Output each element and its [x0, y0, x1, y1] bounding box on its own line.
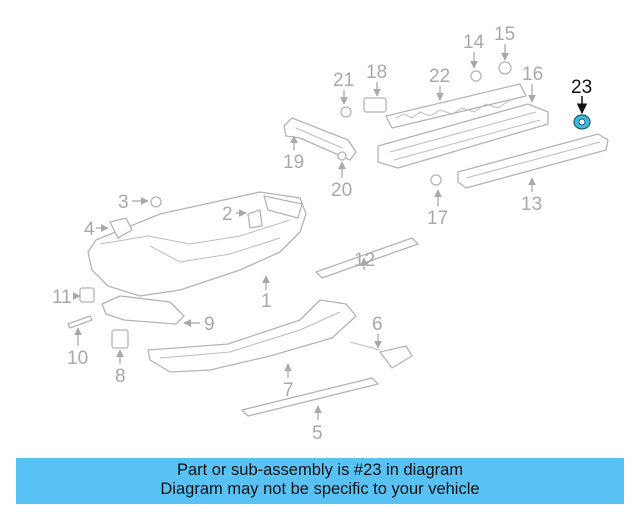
bracket-part-19: [283, 117, 357, 161]
clip-part-18: [363, 97, 387, 113]
callout-7: 7: [283, 380, 294, 401]
callout-labels: 23 1 2 3 4 5 6 7 8 9 10 11 12 13 14 15 1…: [52, 24, 592, 444]
callout-20: 20: [331, 180, 352, 201]
absorber-part: [385, 83, 527, 129]
callout-18: 18: [366, 62, 387, 83]
strip-part-5: [241, 377, 379, 417]
callout-3: 3: [118, 192, 129, 213]
misc-small-parts: [67, 287, 413, 369]
info-banner: Part or sub-assembly is #23 in diagram D…: [16, 458, 624, 504]
callout-8: 8: [115, 366, 126, 387]
callout-5: 5: [312, 423, 323, 444]
callout-19: 19: [283, 152, 304, 173]
retainer-part-23: [573, 114, 591, 130]
callout-22: 22: [429, 66, 450, 87]
callout-21: 21: [333, 70, 354, 91]
callout-10: 10: [67, 348, 88, 369]
panel-part-9: [101, 295, 185, 325]
fastener-parts: [109, 61, 512, 239]
valance-part-7: [147, 299, 357, 373]
callout-17: 17: [427, 208, 448, 229]
callout-12: 12: [354, 250, 375, 271]
callout-23: 23: [571, 77, 592, 98]
callout-4: 4: [84, 219, 95, 240]
callout-16: 16: [522, 64, 543, 85]
banner-line-2: Diagram may not be specific to your vehi…: [160, 480, 480, 498]
callout-6: 6: [372, 314, 383, 335]
callout-11: 11: [52, 287, 72, 308]
callout-13: 13: [521, 194, 542, 215]
callout-9: 9: [204, 314, 215, 335]
banner-line-1: Part or sub-assembly is #23 in diagram: [176, 461, 464, 479]
callout-2: 2: [222, 204, 233, 225]
leader-lines: [72, 44, 536, 420]
callout-15: 15: [494, 24, 515, 45]
impact-bar-part: [377, 103, 549, 169]
callout-14: 14: [463, 32, 485, 53]
reinforcement-part: [457, 133, 609, 189]
callout-1: 1: [261, 291, 272, 312]
